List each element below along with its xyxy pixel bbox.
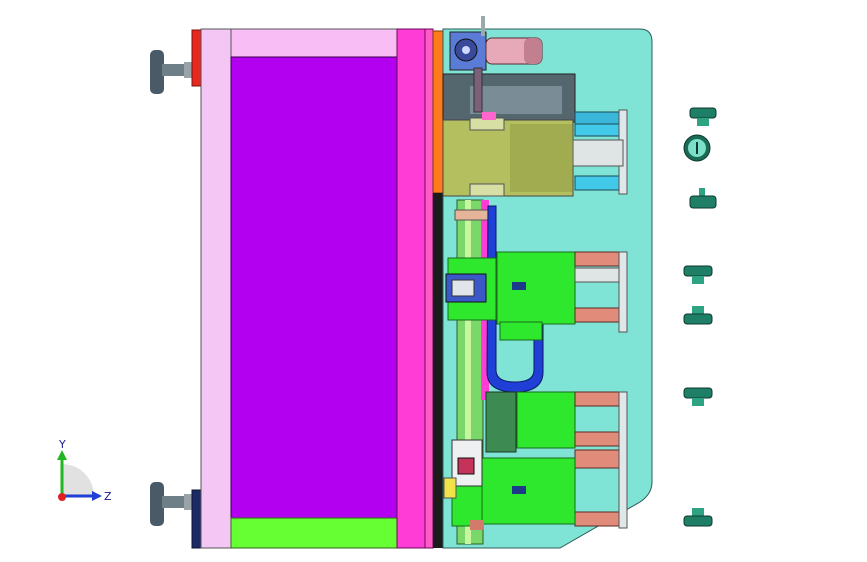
- cylinder-mid-c[interactable]: [574, 307, 624, 323]
- yellow-pad[interactable]: [443, 477, 457, 499]
- linear-rail-stripe: [465, 200, 471, 544]
- orange-strip[interactable]: [432, 30, 444, 194]
- cylinder-low-b[interactable]: [574, 431, 624, 447]
- green-block-upper[interactable]: [496, 251, 576, 325]
- triad-origin: [58, 493, 66, 501]
- clamp-white-upper[interactable]: [451, 279, 475, 297]
- fastener-6[interactable]: [683, 387, 713, 406]
- main-plate-purple[interactable]: [230, 56, 398, 519]
- olive-slot-bottom: [469, 183, 505, 197]
- clamp-red-lower[interactable]: [457, 457, 475, 475]
- cylinder-end-plate-3[interactable]: [618, 391, 628, 529]
- coordinate-triad: Y Z: [57, 438, 112, 503]
- dark-strip[interactable]: [433, 193, 443, 548]
- belt-roller-shade: [524, 38, 542, 64]
- fastener-5[interactable]: [683, 306, 713, 325]
- cylinder-top-a[interactable]: [574, 111, 624, 125]
- dark-green-frame[interactable]: [485, 391, 517, 453]
- fastener-2[interactable]: [683, 134, 711, 162]
- cylinder-low-d[interactable]: [574, 511, 624, 527]
- z-axis-arrow: [92, 491, 102, 501]
- z-axis-label: Z: [104, 490, 112, 503]
- green-block-lower-label: [512, 486, 526, 494]
- y-axis-label: Y: [58, 438, 66, 451]
- triad-quadrant: [62, 464, 94, 496]
- cylinder-top-c[interactable]: [574, 175, 624, 191]
- fastener-7[interactable]: [683, 508, 713, 527]
- sensor-stem[interactable]: [481, 16, 485, 36]
- top-bracket-inner[interactable]: [470, 86, 562, 114]
- pink-strip[interactable]: [424, 28, 434, 549]
- fastener-3[interactable]: [689, 188, 717, 209]
- cylinder-mid-a[interactable]: [574, 251, 624, 267]
- guide-rod-top[interactable]: [572, 139, 624, 167]
- green-block-upper-label: [512, 282, 526, 290]
- leveling-foot-top[interactable]: [150, 50, 192, 94]
- olive-block-shade: [510, 124, 572, 192]
- pink-pad[interactable]: [482, 112, 496, 120]
- vertical-pin[interactable]: [473, 67, 483, 113]
- magenta-support[interactable]: [396, 28, 426, 549]
- cylinder-low-c[interactable]: [574, 449, 624, 469]
- bottom-tab[interactable]: [470, 520, 484, 530]
- pulley-core: [462, 46, 470, 54]
- green-block-lower[interactable]: [480, 457, 576, 525]
- green-link-mid[interactable]: [499, 321, 543, 341]
- bottom-rail-lime[interactable]: [230, 517, 398, 549]
- top-rail[interactable]: [230, 28, 398, 58]
- green-block-mid[interactable]: [516, 391, 576, 449]
- cylinder-low-a[interactable]: [574, 391, 624, 407]
- cylinder-mid-b[interactable]: [574, 267, 624, 283]
- cylinder-top-b[interactable]: [574, 123, 624, 137]
- outer-frame-light[interactable]: [200, 28, 232, 549]
- cylinder-end-plate-2[interactable]: [618, 251, 628, 333]
- y-axis-arrow: [57, 450, 67, 460]
- fastener-4[interactable]: [683, 265, 713, 284]
- leveling-foot-bottom[interactable]: [150, 482, 192, 526]
- fastener-1[interactable]: [689, 107, 717, 126]
